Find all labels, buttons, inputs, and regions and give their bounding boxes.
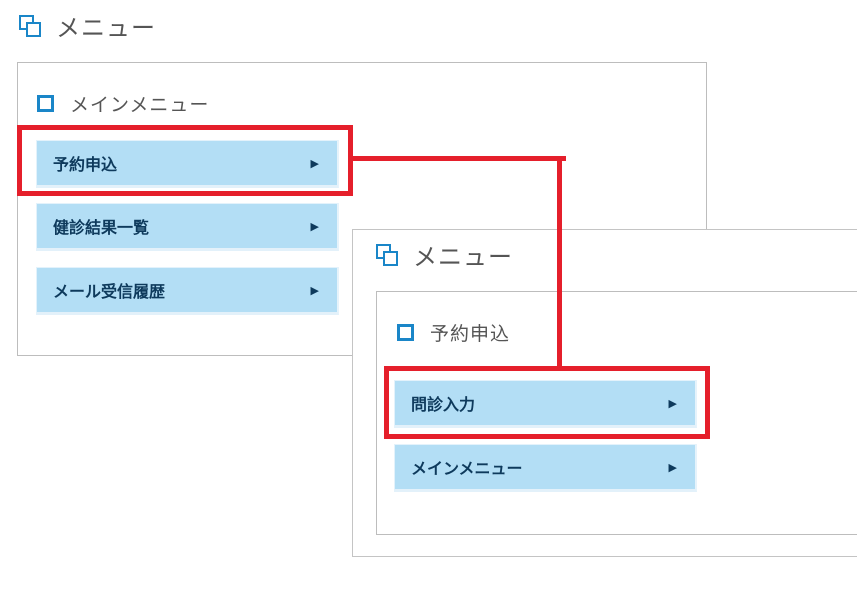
checkup-results-button[interactable]: 健診結果一覧 ▶ [36, 203, 339, 251]
triangle-right-icon: ▶ [668, 396, 677, 410]
connector-line-vertical [557, 156, 562, 369]
mail-history-label: メール受信履歴 [53, 282, 166, 301]
main-menu-label: メインメニュー [411, 459, 523, 478]
reservation-menu-panel: 予約申込 問診入力 ▶ メインメニュー ▶ [376, 291, 857, 535]
connector-line-horizontal [350, 156, 566, 161]
triangle-right-icon: ▶ [310, 283, 319, 297]
main-window-title-row: メニュー [18, 8, 156, 43]
main-window-title: メニュー [56, 14, 156, 42]
reservation-menu-window: メニュー 予約申込 問診入力 ▶ メインメニュー ▶ [352, 229, 857, 557]
sub-window-title: メニュー [413, 243, 513, 271]
main-menu-button[interactable]: メインメニュー ▶ [394, 444, 697, 492]
menu-windows-icon [375, 243, 399, 267]
questionnaire-input-label: 問診入力 [411, 395, 476, 414]
mail-history-button[interactable]: メール受信履歴 ▶ [36, 267, 339, 315]
triangle-right-icon: ▶ [668, 460, 677, 474]
main-panel-heading-label: メインメニュー [70, 94, 210, 116]
sub-window-title-row: メニュー [375, 237, 513, 272]
reservation-highlight-box [17, 125, 353, 196]
triangle-right-icon: ▶ [310, 219, 319, 233]
reservation-apply-label: 予約申込 [53, 155, 118, 174]
menu-windows-icon [18, 14, 42, 38]
main-panel-heading: メインメニュー [37, 90, 209, 117]
checkup-results-label: 健診結果一覧 [53, 218, 150, 237]
triangle-right-icon: ▶ [310, 156, 319, 170]
sub-panel-heading: 予約申込 [397, 319, 510, 346]
sub-panel-heading-label: 予約申込 [430, 323, 511, 345]
square-icon [37, 95, 54, 112]
reservation-apply-button[interactable]: 予約申込 ▶ [36, 140, 339, 188]
questionnaire-input-button[interactable]: 問診入力 ▶ [394, 380, 697, 428]
square-icon [397, 324, 414, 341]
questionnaire-highlight-box [384, 366, 710, 439]
